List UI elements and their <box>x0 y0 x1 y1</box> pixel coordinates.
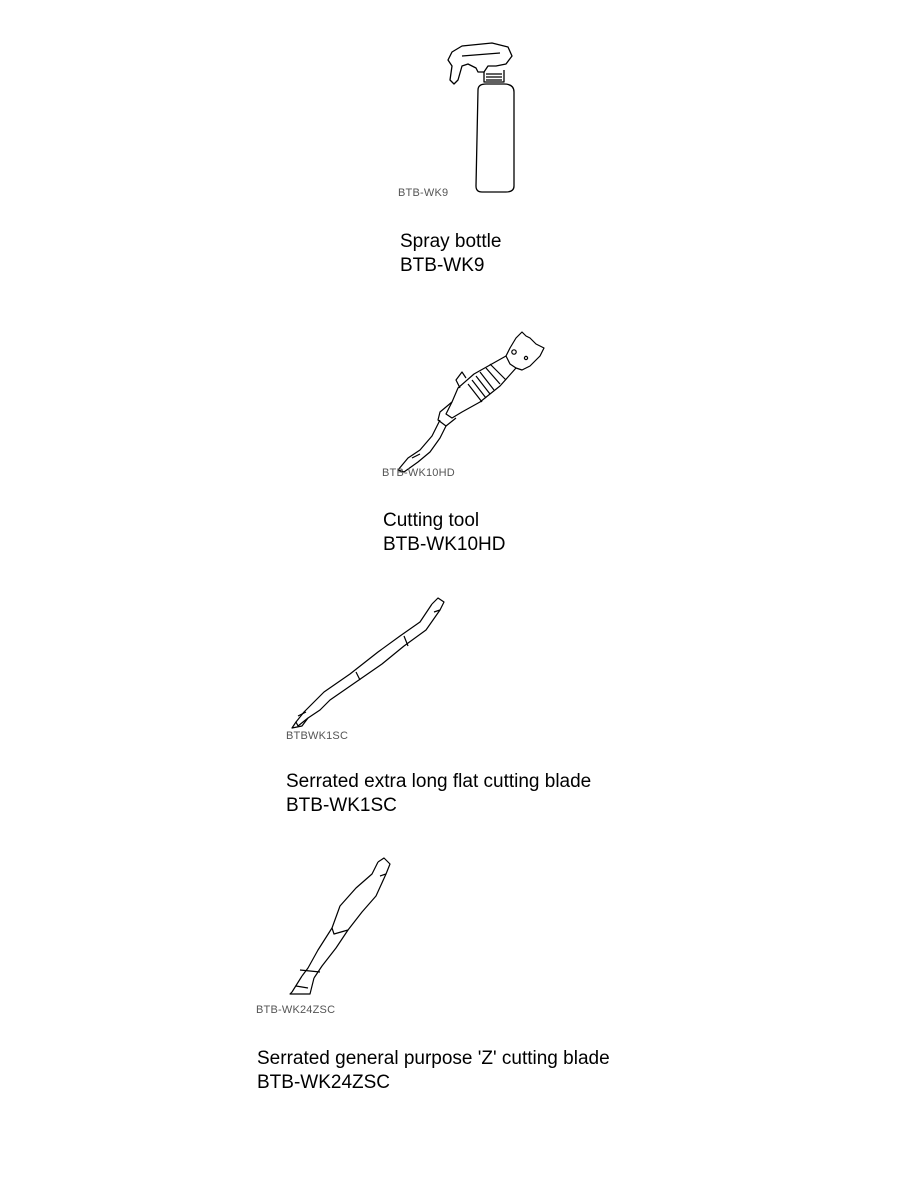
item-caption: Serrated extra long flat cutting blade B… <box>286 770 591 818</box>
z-cutting-blade-icon <box>289 857 391 995</box>
item-name: Serrated general purpose 'Z' cutting bla… <box>257 1048 610 1069</box>
item-caption: Spray bottle BTB-WK9 <box>400 230 501 278</box>
item-part-number: BTB-WK9 <box>400 255 485 276</box>
figure-label: BTB-WK24ZSC <box>256 1004 336 1016</box>
figure-label: BTBWK1SC <box>286 730 349 742</box>
figure-label: BTB-WK10HD <box>382 467 455 479</box>
item-caption: Serrated general purpose 'Z' cutting bla… <box>257 1047 610 1095</box>
figure-label: BTB-WK9 <box>398 187 449 199</box>
item-name: Spray bottle <box>400 231 502 252</box>
item-caption: Cutting tool BTB-WK10HD <box>383 509 505 557</box>
cutting-tool-icon <box>397 331 545 473</box>
item-name: Serrated extra long flat cutting blade <box>286 771 592 792</box>
item-name: Cutting tool <box>383 510 480 531</box>
spray-bottle-icon <box>447 42 515 193</box>
flat-cutting-blade-icon <box>291 597 445 729</box>
item-part-number: BTB-WK1SC <box>286 795 397 816</box>
item-part-number: BTB-WK24ZSC <box>257 1072 391 1093</box>
item-part-number: BTB-WK10HD <box>383 534 506 555</box>
